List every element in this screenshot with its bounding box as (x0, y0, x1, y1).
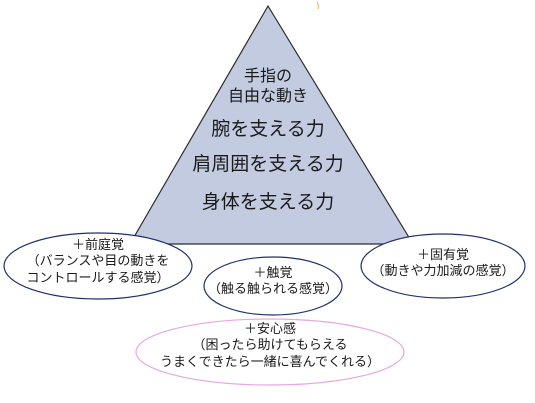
proprioception-title: ＋固有覚 (416, 248, 469, 263)
pyramid-triangle (128, 4, 415, 245)
security-oval (135, 318, 405, 386)
vestibular-label: ＋前庭覚 （バランスや目の動きを コントロールする感覚） (12, 238, 184, 287)
proprioception-desc-line-1: （動きや力加減の感覚） (371, 264, 515, 280)
security-title: ＋安心感 (243, 322, 296, 337)
vestibular-desc-line-2: コントロールする感覚） (26, 270, 170, 286)
security-desc-line-2: うまくできたら一緒に喜んでくれる） (160, 354, 380, 370)
pyramid-layer-body: 身体を支える力 (201, 191, 335, 213)
touch-title: ＋触覚 (253, 266, 293, 281)
proprioception-oval (360, 233, 526, 299)
pyramid-layer-shoulder: 肩周囲を支える力 (192, 153, 344, 175)
proprioception-label: ＋固有覚 （動きや力加減の感覚） (366, 248, 520, 281)
vestibular-oval (3, 232, 193, 300)
touch-label: ＋触覚 （触る触られる感覚） (208, 266, 338, 299)
security-label: ＋安心感 （困ったら助けてもらえる うまくできたら一緒に喜んでくれる） (146, 322, 394, 371)
touch-desc-line-1: （触る触られる感覚） (208, 282, 339, 298)
vestibular-title: ＋前庭覚 (71, 238, 124, 253)
touch-oval (203, 256, 343, 316)
vestibular-desc-line-1: （バランスや目の動きを (26, 254, 170, 270)
pyramid-top-line-1: 手指の (243, 66, 292, 85)
pyramid-top-line-2: 自由な動き (227, 86, 308, 105)
security-desc-line-1: （困ったら助けてもらえる (192, 338, 348, 354)
pyramid-layer-arm: 腕を支える力 (211, 118, 325, 140)
decorative-stroke (316, 1, 319, 10)
